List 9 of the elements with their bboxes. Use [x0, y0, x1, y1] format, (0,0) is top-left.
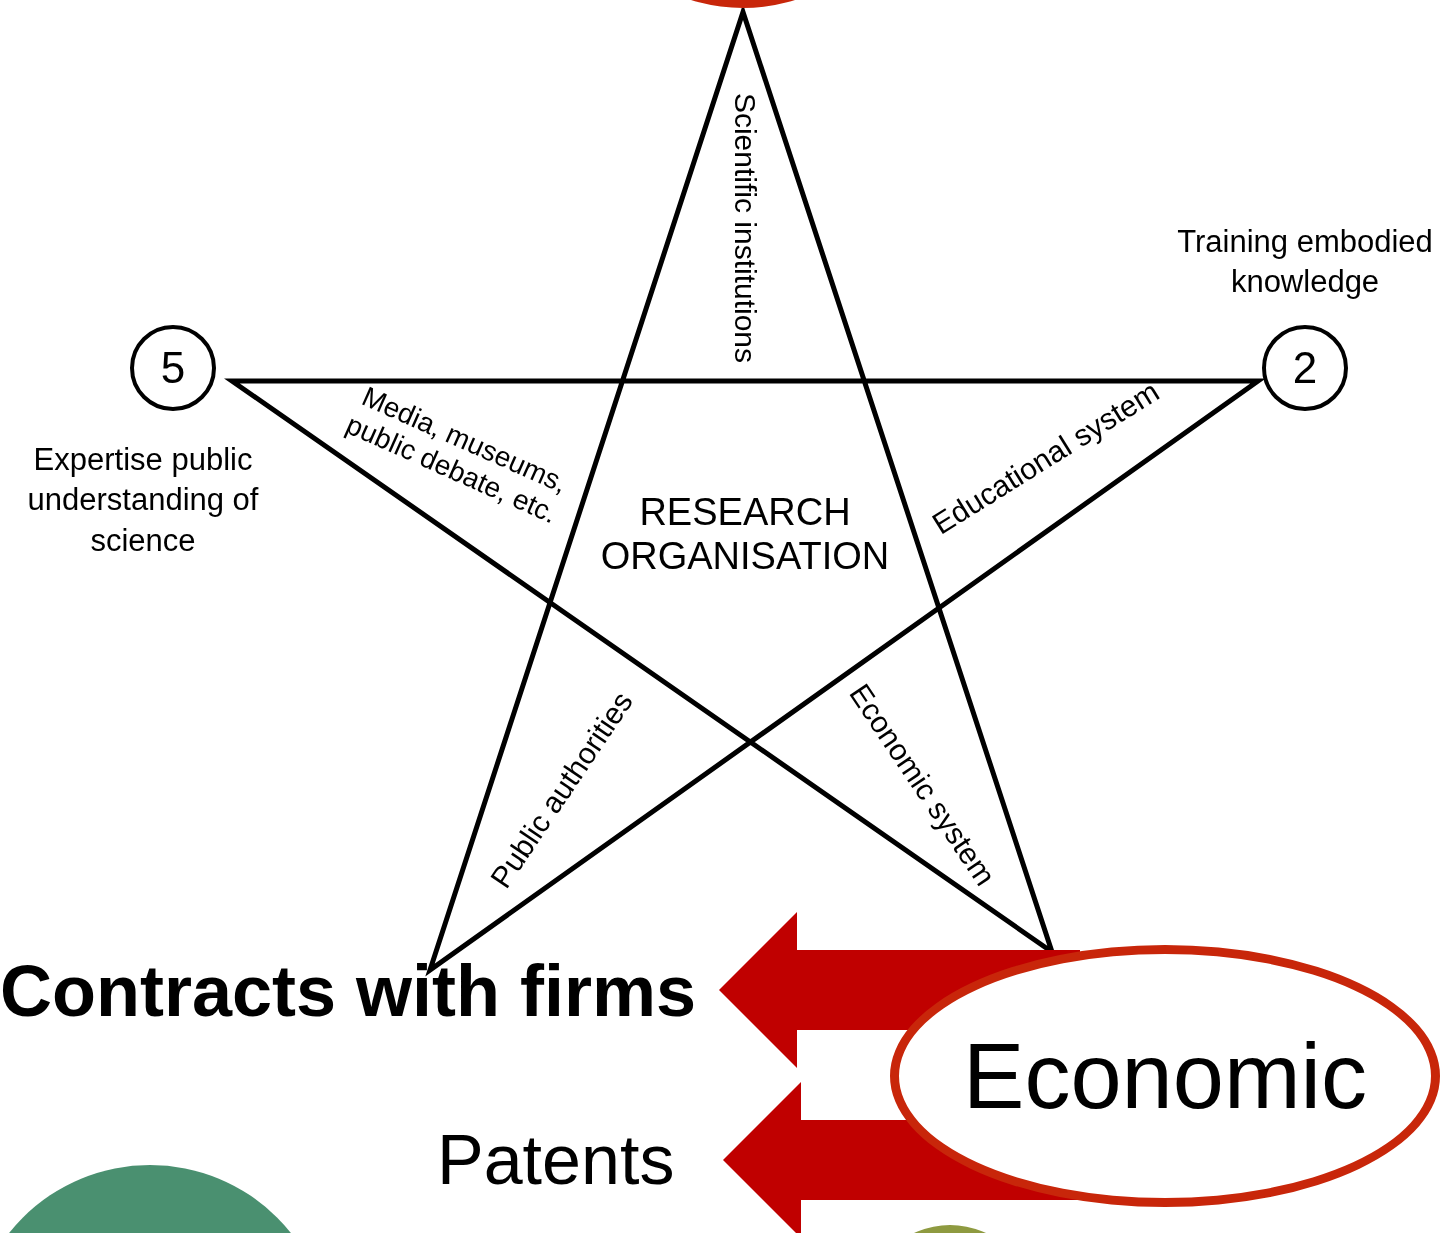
- segment-label: Scientific institutions: [728, 92, 763, 364]
- caption-text: Expertise public understanding of science: [26, 441, 260, 560]
- number-circle: 2: [1262, 325, 1348, 411]
- output-label: Patents: [437, 1120, 675, 1201]
- category-ellipse: Economic: [890, 945, 1440, 1207]
- output-label: Contracts with firms: [0, 950, 697, 1033]
- number-circle: 5: [130, 325, 216, 411]
- center-title: RESEARCH ORGANISATION: [599, 491, 891, 579]
- caption-text: Training embodied knowledge: [1176, 223, 1434, 302]
